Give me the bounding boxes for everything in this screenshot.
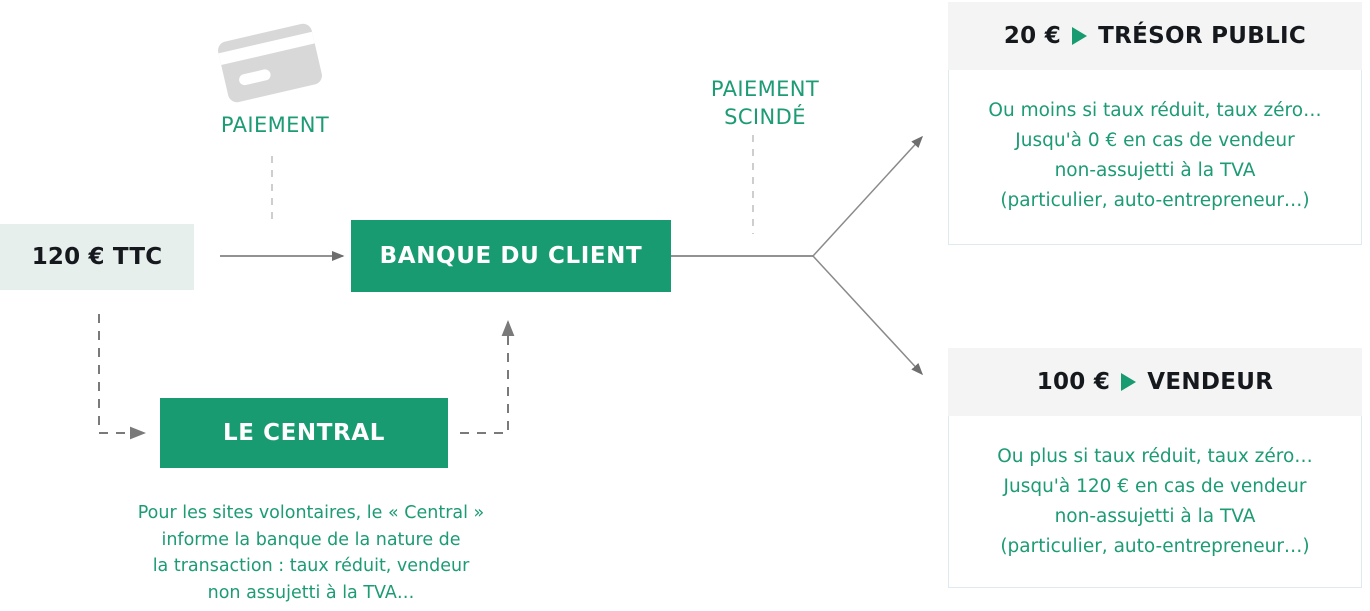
dashed-arrow-central-to-bank <box>460 320 515 434</box>
result-body-line-4: (particulier, auto-entrepreneur…) <box>1000 535 1310 557</box>
central-note-line-1: Pour les sites volontaires, le « Central… <box>137 503 485 523</box>
central-note-line-2: informe la banque de la nature de <box>161 529 461 550</box>
node-banque-du-client: BANQUE DU CLIENT <box>351 220 671 292</box>
result-body-line-2: Jusqu'à 0 € en cas de vendeur <box>1015 129 1295 151</box>
result-body-line-3: non-assujetti à la TVA <box>1054 159 1256 181</box>
result-body-line-4: (particulier, auto-entrepreneur…) <box>1000 189 1310 211</box>
result-body-vendeur: Ou plus si taux réduit, taux zéro… Jusqu… <box>948 416 1362 588</box>
result-title-tresor-public: TRÉSOR PUBLIC <box>1098 23 1307 49</box>
result-header-tresor-public: 20 € TRÉSOR PUBLIC <box>948 2 1362 70</box>
result-body-line-3: non-assujetti à la TVA <box>1054 505 1256 527</box>
arrow-split-to-vendeur <box>812 255 924 376</box>
paiement-scinde-line-2: SCINDÉ <box>724 104 806 129</box>
result-body-line-2: Jusqu'à 120 € en cas de vendeur <box>1003 475 1307 497</box>
paiement-label: PAIEMENT <box>220 113 330 137</box>
play-triangle-icon <box>1072 27 1088 45</box>
result-title-vendeur: VENDEUR <box>1147 369 1274 395</box>
node-le-central: LE CENTRAL <box>160 398 448 468</box>
result-body-line-1: Ou plus si taux réduit, taux zéro… <box>997 446 1313 467</box>
result-amount-vendeur: 100 € <box>1036 369 1111 395</box>
node-banque-label: BANQUE DU CLIENT <box>379 243 643 269</box>
result-header-vendeur: 100 € VENDEUR <box>948 348 1362 416</box>
amount-source-label: 120 € TTC <box>31 244 163 270</box>
arrow-split-to-tresor <box>812 135 924 257</box>
credit-card-icon <box>210 16 330 111</box>
paiement-scinde-label: PAIEMENT SCINDÉ <box>660 76 870 131</box>
result-panel-tresor-public: 20 € TRÉSOR PUBLIC Ou moins si taux rédu… <box>948 2 1362 245</box>
result-body-line-1: Ou moins si taux réduit, taux zéro… <box>988 100 1322 121</box>
central-note-line-3: la transaction : taux réduit, vendeur <box>152 556 470 577</box>
result-body-tresor-public: Ou moins si taux réduit, taux zéro… Jusq… <box>948 70 1362 245</box>
paiement-scinde-line-1: PAIEMENT <box>710 77 820 101</box>
central-note-line-4: non assujetti à la TVA… <box>207 582 415 603</box>
result-amount-tresor-public: 20 € <box>1003 23 1062 49</box>
central-note: Pour les sites volontaires, le « Central… <box>56 500 566 606</box>
play-triangle-icon <box>1121 373 1137 391</box>
node-central-label: LE CENTRAL <box>222 420 386 446</box>
result-panel-vendeur: 100 € VENDEUR Ou plus si taux réduit, ta… <box>948 348 1362 588</box>
amount-source-box: 120 € TTC <box>0 224 194 290</box>
dashed-arrow-amount-to-central <box>98 314 146 440</box>
